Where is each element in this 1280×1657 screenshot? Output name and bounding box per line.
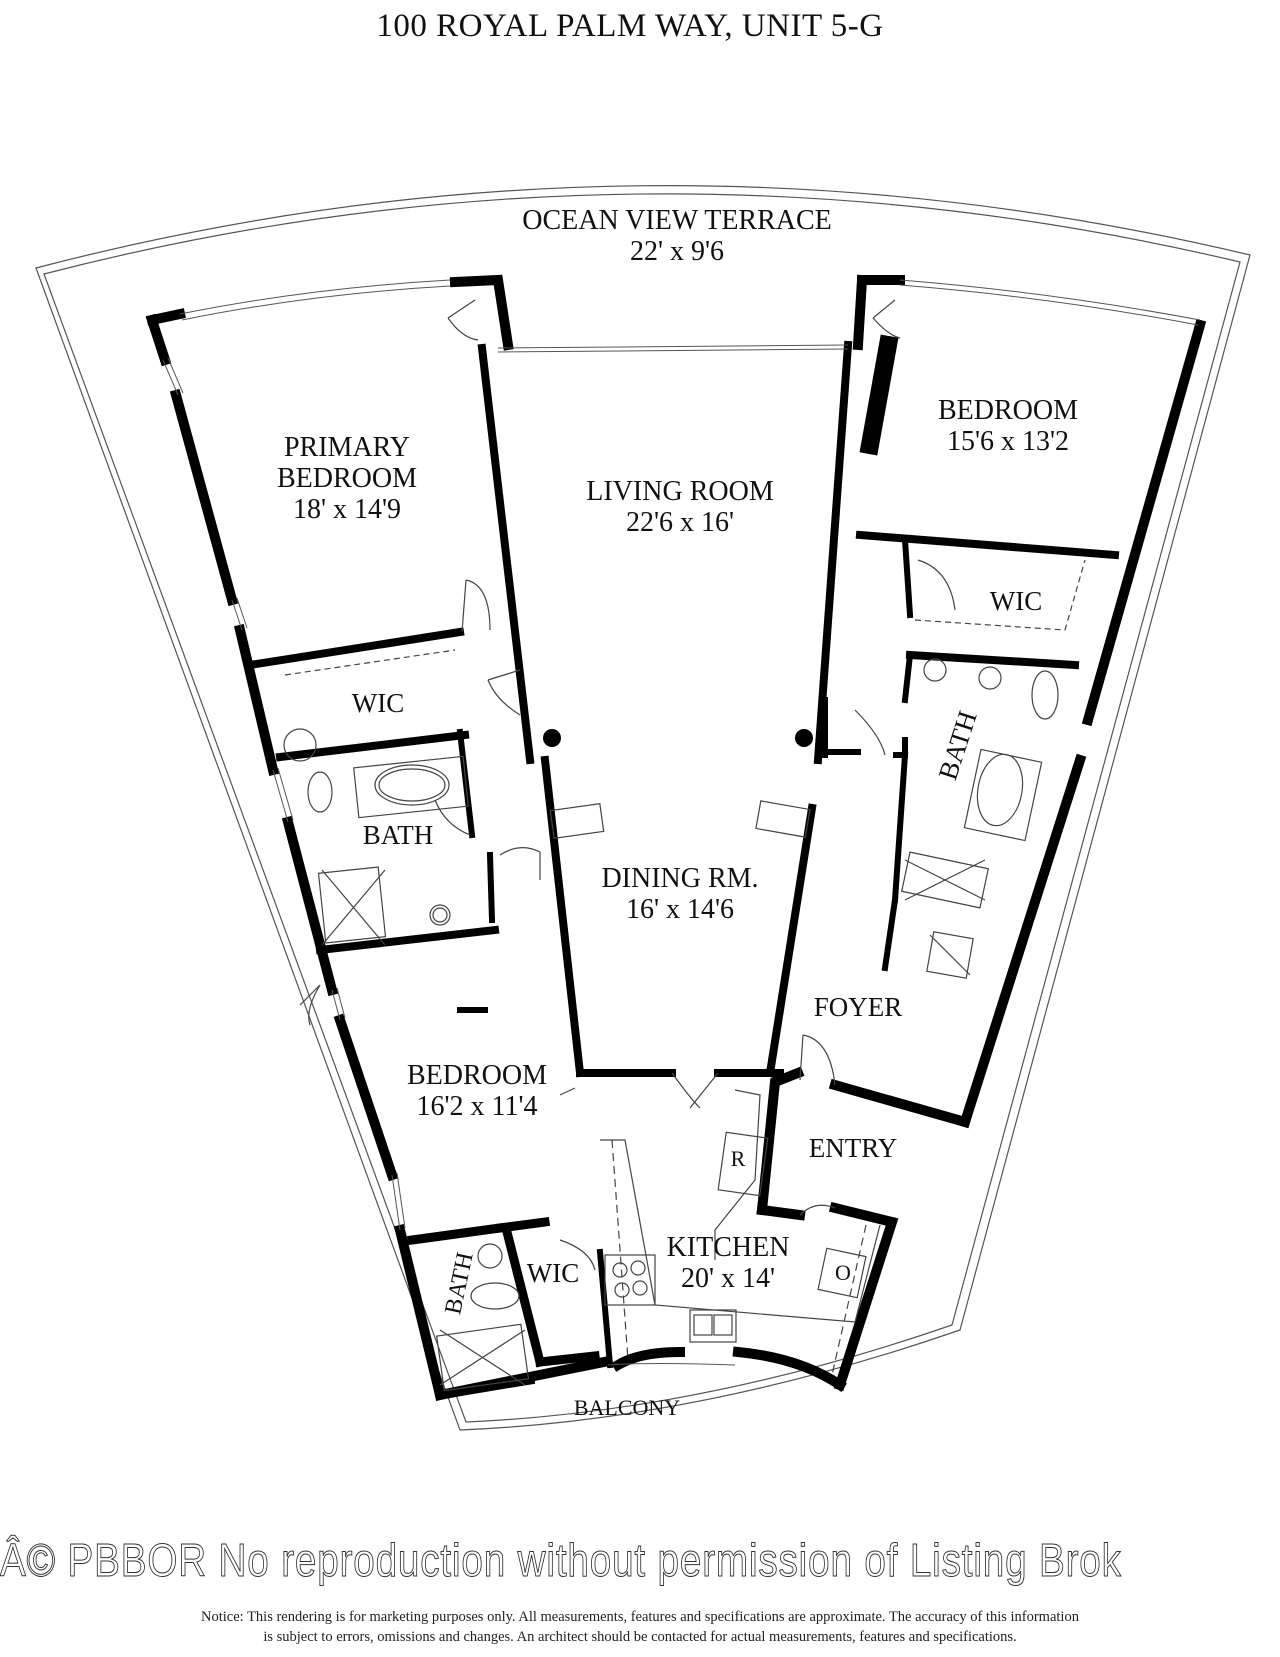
kitchen-label: KITCHEN 20' x 14' bbox=[667, 1232, 790, 1294]
oven-label: O bbox=[835, 1257, 851, 1288]
exterior-walls bbox=[145, 274, 1207, 1402]
wic-south-label: WIC bbox=[527, 1258, 579, 1289]
kitchen-dims: 20' x 14' bbox=[680, 1263, 776, 1294]
living-room-label: LIVING ROOM 22'6 x 16' bbox=[586, 476, 773, 538]
notice-line-2: is subject to errors, omissions and chan… bbox=[263, 1629, 1017, 1645]
oven-name: O bbox=[835, 1260, 851, 1285]
balcony-label: BALCONY bbox=[574, 1392, 680, 1423]
wic-east-name: WIC bbox=[989, 586, 1043, 616]
bedroom-east-name: BEDROOM bbox=[937, 395, 1079, 426]
wic-south-name: WIC bbox=[526, 1258, 580, 1288]
wic-primary-label: WIC bbox=[352, 688, 404, 719]
bedroom-south-dims: 16'2 x 11'4 bbox=[416, 1091, 538, 1122]
plan-title: 100 ROYAL PALM WAY, UNIT 5-G bbox=[376, 8, 884, 44]
bath-primary-name: BATH bbox=[362, 820, 434, 850]
entry-name: ENTRY bbox=[808, 1133, 898, 1163]
windows bbox=[162, 279, 1201, 1366]
dining-room-label: DINING RM. 16' x 14'6 bbox=[601, 863, 758, 925]
refrigerator-label: R bbox=[731, 1143, 746, 1174]
columns bbox=[543, 729, 813, 747]
wic-primary-name: WIC bbox=[351, 688, 405, 718]
primary-bedroom-label: PRIMARY BEDROOM 18' x 14'9 bbox=[277, 432, 417, 525]
bedroom-east-dims: 15'6 x 13'2 bbox=[946, 426, 1070, 457]
bedroom-south-label: BEDROOM 16'2 x 11'4 bbox=[407, 1060, 547, 1122]
primary-bedroom-name-1: PRIMARY bbox=[283, 432, 411, 463]
dining-room-name: DINING RM. bbox=[601, 863, 759, 894]
terrace-label: OCEAN VIEW TERRACE 22' x 9'6 bbox=[522, 205, 832, 267]
primary-bedroom-dims: 18' x 14'9 bbox=[292, 494, 402, 525]
terrace-name: OCEAN VIEW TERRACE bbox=[522, 205, 832, 236]
entry-label: ENTRY bbox=[809, 1133, 898, 1164]
wic-east-label: WIC bbox=[990, 586, 1042, 617]
terrace-dims: 22' x 9'6 bbox=[629, 236, 725, 267]
bedroom-south-name: BEDROOM bbox=[406, 1060, 548, 1091]
balcony-name: BALCONY bbox=[573, 1395, 681, 1420]
refrigerator-name: R bbox=[730, 1146, 746, 1171]
primary-bedroom-name-2: BEDROOM bbox=[276, 463, 418, 494]
terrace-outline bbox=[35, 185, 1251, 1431]
fixtures bbox=[283, 559, 1086, 1392]
notice-line-1: Notice: This rendering is for marketing … bbox=[201, 1609, 1079, 1625]
dining-room-dims: 16' x 14'6 bbox=[625, 894, 735, 925]
door-swings bbox=[299, 299, 956, 1271]
living-room-name: LIVING ROOM bbox=[586, 476, 774, 507]
foyer-name: FOYER bbox=[813, 992, 903, 1022]
living-room-dims: 22'6 x 16' bbox=[625, 507, 735, 538]
disclaimer-notice: Notice: This rendering is for marketing … bbox=[0, 1607, 1280, 1647]
copyright-watermark: Â© PBBOR No reproduction without permiss… bbox=[0, 1534, 1122, 1587]
bedroom-east-label: BEDROOM 15'6 x 13'2 bbox=[938, 395, 1078, 457]
kitchen-name: KITCHEN bbox=[666, 1232, 790, 1263]
foyer-label: FOYER bbox=[814, 992, 903, 1023]
bath-primary-label: BATH bbox=[363, 820, 434, 851]
